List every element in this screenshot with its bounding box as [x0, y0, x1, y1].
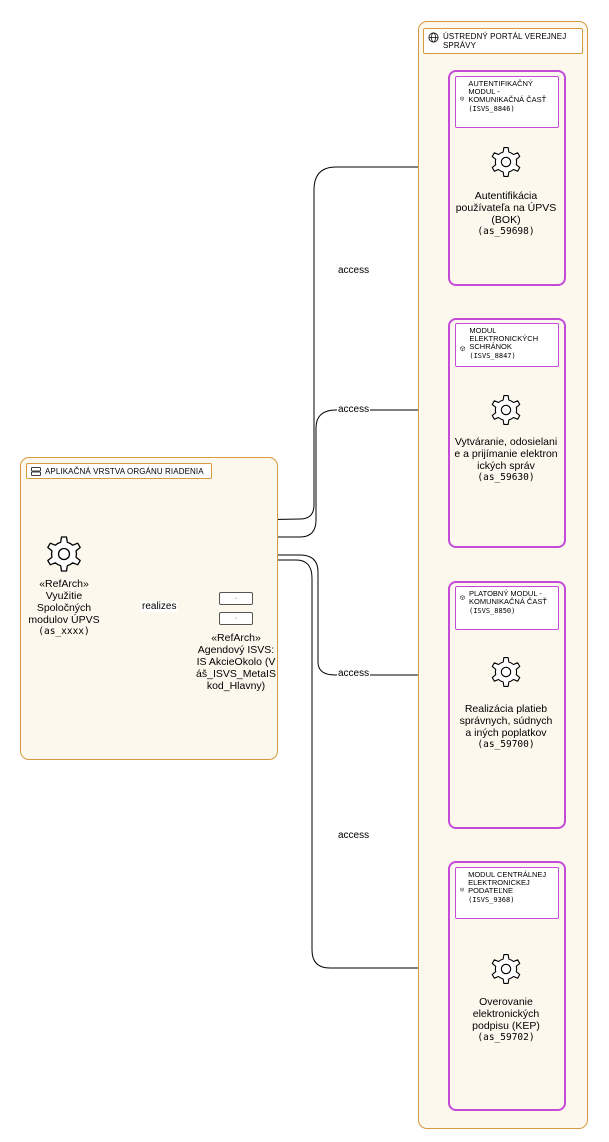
gear-icon: [491, 953, 521, 985]
component-port-bottom: ·: [219, 612, 253, 625]
usage-service-name: Využitie Spoločných modulov ÚPVS: [28, 590, 100, 626]
service-label-3: Realizácia platieb správnych, súdnych a …: [458, 703, 554, 751]
server-stack-icon: [31, 467, 41, 476]
module-header-3: PLATOBNÝ MODUL - KOMUNIKAČNÁ ČASŤ (ISVS_…: [455, 586, 559, 630]
access-label-4: access: [337, 830, 371, 841]
usage-service-stereotype: «RefArch»: [39, 578, 89, 590]
module-code-2: (ISVS_8847): [469, 352, 516, 360]
component-stereotype: «RefArch»: [211, 632, 261, 644]
access-label-1: access: [337, 265, 371, 276]
cube-icon: [460, 346, 466, 352]
app-layer-frame-header: APLIKAČNÁ VRSTVA ORGÁNU RIADENIA: [26, 463, 212, 479]
service-name-3: Realizácia platieb správnych, súdnych a …: [459, 703, 553, 739]
service-code-2: (as_59630): [477, 472, 535, 483]
realizes-label: realizes: [141, 601, 178, 612]
usage-service-label: «RefArch» Využitie Spoločných modulov ÚP…: [25, 578, 103, 638]
module-header-4: MODUL CENTRÁLNEJ ELEKTRONICKEJ PODATEĽNE…: [455, 867, 559, 919]
component-port-top: ·: [219, 592, 253, 605]
service-code-1: (as_59698): [477, 226, 535, 237]
portal-frame-header: ÚSTREDNÝ PORTÁL VEREJNEJ SPRÁVY: [423, 28, 583, 54]
globe-icon: [428, 32, 439, 43]
app-layer-frame-title: APLIKAČNÁ VRSTVA ORGÁNU RIADENIA: [45, 467, 204, 476]
access-connector-4: [86, 559, 442, 968]
access-connector-3: [86, 554, 442, 675]
gear-icon: [491, 394, 521, 426]
usage-service-code: (as_xxxx): [38, 626, 90, 637]
module-header-2: MODUL ELEKTRONICKÝCH SCHRÁNOK (ISVS_8847…: [455, 323, 559, 367]
module-code-3: (ISVS_8850): [469, 607, 516, 615]
service-name-4: Overovanie elektronických podpisu (KEP): [472, 996, 540, 1032]
gear-icon: [47, 536, 81, 572]
cube-icon: [460, 96, 465, 101]
service-label-2: Vytváranie, odosielanie a prijímanie ele…: [454, 436, 558, 484]
portal-frame-title: ÚSTREDNÝ PORTÁL VEREJNEJ SPRÁVY: [443, 32, 567, 50]
module-header-1: AUTENTIFIKAČNÝ MODUL - KOMUNIKAČNÁ ČASŤ …: [455, 76, 559, 128]
service-label-1: Autentifikácia používateľa na ÚPVS (BOK)…: [451, 190, 561, 238]
module-name-2: MODUL ELEKTRONICKÝCH SCHRÁNOK: [469, 326, 539, 351]
module-name-3: PLATOBNÝ MODUL - KOMUNIKAČNÁ ČASŤ: [469, 589, 547, 606]
access-label-3: access: [337, 668, 371, 679]
cube-icon: [460, 887, 464, 892]
service-name-2: Vytváranie, odosielanie a prijímanie ele…: [454, 436, 558, 472]
service-code-3: (as_59700): [477, 739, 535, 750]
gear-icon: [491, 146, 521, 178]
module-name-1: AUTENTIFIKAČNÝ MODUL - KOMUNIKAČNÁ ČASŤ: [468, 79, 547, 104]
service-label-4: Overovanie elektronických podpisu (KEP) …: [458, 996, 554, 1044]
service-code-4: (as_59702): [477, 1032, 535, 1043]
module-name-4: MODUL CENTRÁLNEJ ELEKTRONICKEJ PODATEĽNE: [468, 870, 547, 895]
module-code-1: (ISVS_8846): [468, 105, 515, 113]
cube-icon: [460, 595, 465, 600]
access-label-2: access: [337, 404, 371, 415]
gear-icon: [491, 656, 521, 688]
component-name: Agendový ISVS: IS AkcieOkolo (Váš_ISVS_M…: [196, 644, 276, 692]
component-label: «RefArch» Agendový ISVS: IS AkcieOkolo (…: [196, 632, 276, 692]
module-code-4: (ISVS_9368): [468, 896, 515, 904]
service-name-1: Autentifikácia používateľa na ÚPVS (BOK): [455, 190, 557, 226]
